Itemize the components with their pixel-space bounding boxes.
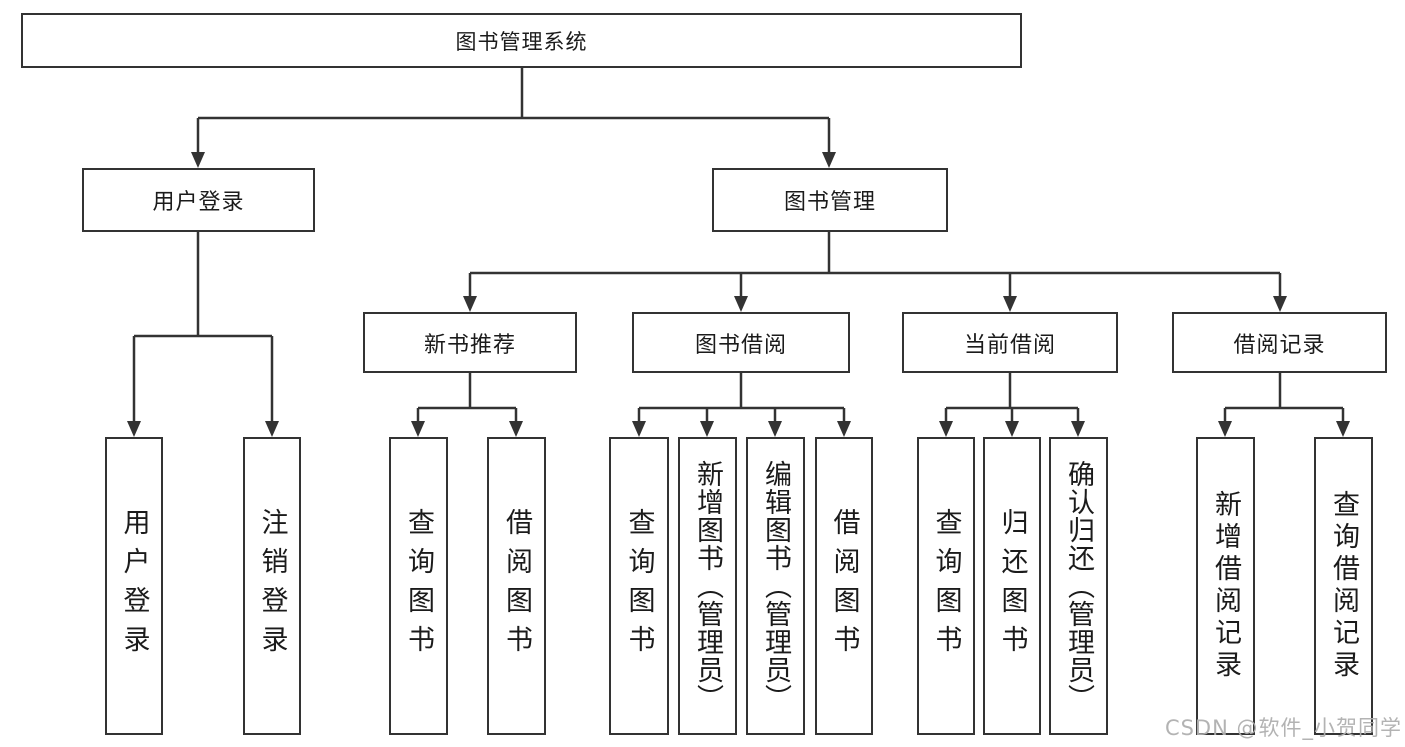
- node-current-query-books: 查询图书: [917, 437, 975, 735]
- node-current-confirm-return-admin: 确认归还（管理员）: [1049, 437, 1108, 735]
- node-user-login: 用户登录: [82, 168, 315, 232]
- node-borrowing-add-books-admin: 新增图书（管理员）: [678, 437, 737, 735]
- node-borrowing-query-books: 查询图书: [609, 437, 669, 735]
- node-current-return-books: 归还图书: [983, 437, 1041, 735]
- node-records-add-borrow-record: 新增借阅记录: [1196, 437, 1255, 735]
- node-borrowing-records: 借阅记录: [1172, 312, 1387, 373]
- node-records-query-borrow-record: 查询借阅记录: [1314, 437, 1373, 735]
- arrowheads: [127, 152, 1350, 437]
- node-borrowing-borrow-books: 借阅图书: [815, 437, 873, 735]
- node-library-management-system: 图书管理系统: [21, 13, 1022, 68]
- node-book-borrowing: 图书借阅: [632, 312, 850, 373]
- watermark: CSDN @软件_小贺同学: [1164, 716, 1402, 740]
- node-logout: 注销登录: [243, 437, 301, 735]
- node-current-borrowing: 当前借阅: [902, 312, 1118, 373]
- connector-path: [132, 68, 1345, 423]
- node-book-management: 图书管理: [712, 168, 948, 232]
- node-borrowing-edit-books-admin: 编辑图书（管理员）: [746, 437, 805, 735]
- node-new-book-recommendation: 新书推荐: [363, 312, 577, 373]
- node-user-login-action: 用户登录: [105, 437, 163, 735]
- node-recommend-borrow-books: 借阅图书: [487, 437, 546, 735]
- node-recommend-query-books: 查询图书: [389, 437, 448, 735]
